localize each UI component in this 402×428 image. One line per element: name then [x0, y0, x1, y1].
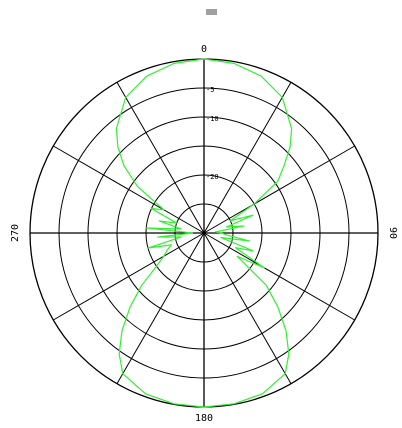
angle-label: 0 [201, 44, 207, 55]
angle-label: 90 [387, 227, 398, 239]
polar-grid [29, 58, 379, 408]
grid-spoke [116, 82, 205, 234]
radial-label: -20 [206, 173, 219, 181]
radial-label: -10 [206, 115, 219, 123]
grid-spoke [53, 145, 205, 234]
grid-spoke [53, 232, 205, 321]
angle-label: 270 [10, 224, 21, 242]
grid-spoke [203, 232, 355, 321]
angle-label: 180 [195, 413, 213, 424]
grid-spoke [203, 82, 292, 234]
series-line [115, 58, 293, 408]
grid-spoke [203, 145, 355, 234]
grid-spoke [203, 232, 292, 384]
labels-group: 0 90 180 270 -5 -10 -20 [10, 44, 398, 424]
legend-swatch [206, 9, 217, 15]
radial-label: -5 [206, 86, 214, 94]
grid-spoke [116, 232, 205, 384]
series-group [115, 58, 293, 408]
